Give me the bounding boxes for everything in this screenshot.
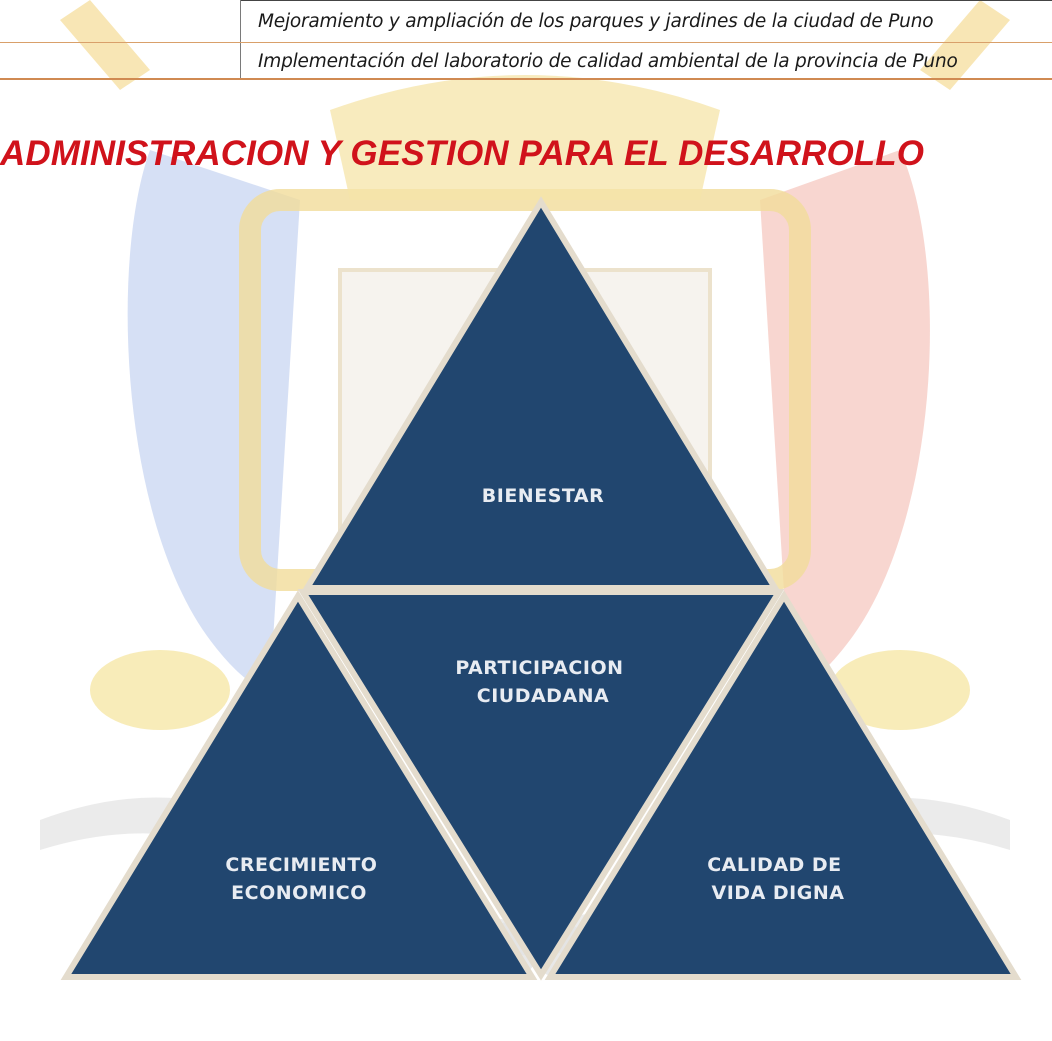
label-top-line-1: BIENESTAR: [482, 485, 604, 507]
watermark-scroll-right: [830, 650, 970, 730]
project-row-empty-cell: [0, 43, 240, 79]
watermark-scroll-left: [90, 650, 230, 730]
watermark-top-right-ornament: [920, 0, 1010, 90]
label-left-line-2: ECONOMICO: [231, 882, 367, 904]
project-name: Mejoramiento y ampliación de los parques…: [240, 0, 1052, 42]
triangle-top: [301, 196, 781, 591]
table-top-rule: [240, 0, 1052, 1]
label-top: BIENESTAR: [482, 485, 604, 507]
watermark-crown: [330, 75, 720, 200]
label-right-line-1: CALIDAD DE: [707, 854, 841, 876]
project-row: Implementación del laboratorio de calida…: [0, 43, 1052, 79]
triangle-right: [544, 590, 1022, 980]
watermark-top-left-ornament: [60, 0, 150, 90]
label-center-line-2: CIUDADANA: [477, 685, 610, 707]
triangle-left: [60, 590, 538, 980]
table-bottom-rule: [0, 78, 1052, 80]
label-right: CALIDAD DE VIDA DIGNA: [707, 854, 849, 904]
triangle-center: [297, 589, 785, 981]
project-row: Mejoramiento y ampliación de los parques…: [0, 0, 1052, 43]
label-center: PARTICIPACION CIUDADANA: [455, 657, 630, 707]
label-left: CRECIMIENTO ECONOMICO: [225, 854, 384, 904]
project-row-empty-cell: [0, 0, 240, 42]
label-right-line-2: VIDA DIGNA: [712, 882, 845, 904]
label-left-line-1: CRECIMIENTO: [225, 854, 377, 876]
label-center-line-1: PARTICIPACION: [455, 657, 623, 679]
project-name: Implementación del laboratorio de calida…: [240, 43, 1052, 79]
projects-table: Mejoramiento y ampliación de los parques…: [0, 0, 1052, 79]
section-heading: ADMINISTRACION Y GESTION PARA EL DESARRO…: [0, 134, 925, 173]
